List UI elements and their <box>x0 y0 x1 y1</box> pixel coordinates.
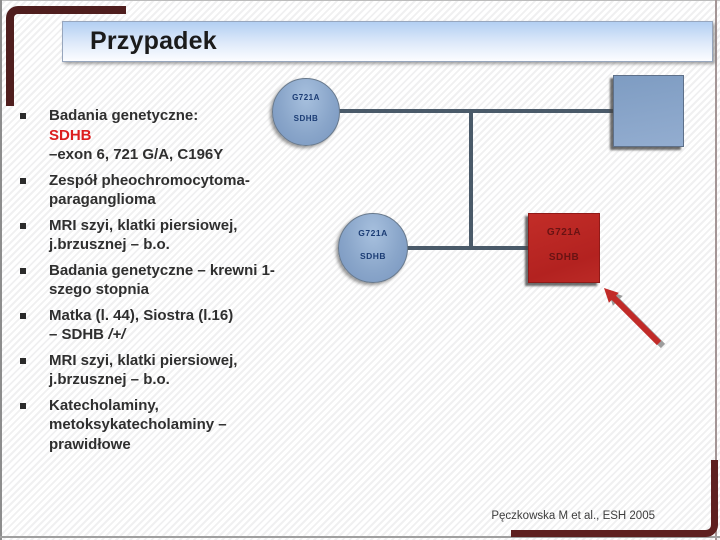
bullet-line: Matka (l. 44), Siostra (l.16) <box>49 306 234 324</box>
bullet-item: Katecholaminy, metoksykatecholaminy – praw… <box>18 396 348 455</box>
bullet-line: j.brzusznej – b.o. <box>49 371 170 388</box>
bullet-line: Katecholaminy, <box>49 396 159 414</box>
bullet-square-icon <box>20 113 26 119</box>
page-title: Przypadek <box>90 27 217 55</box>
bullet-line: szego stopnia <box>49 281 150 298</box>
mutation-label: G721A <box>546 227 582 238</box>
frame-line-bottom <box>0 536 720 538</box>
bullet-item: Badania genetyczne: SDHB –exon 6, 721 G/A,… <box>18 106 348 165</box>
bullet-line: j.brzusznej – b.o. <box>49 236 170 253</box>
bullet-square-icon <box>20 222 26 229</box>
frame-line-right <box>715 0 717 540</box>
pedigree-mother-circle: G721A SDHB <box>272 78 340 146</box>
bullet-item: MRI szyi, klatki piersiowej, j.brzusznej … <box>18 351 348 390</box>
bullet-item: Matka (l. 44), Siostra (l.16) – SDHB /+/ <box>18 306 348 345</box>
gene-label: SDHB <box>293 114 319 123</box>
bullet-line: metoksykatecholaminy – <box>49 416 227 433</box>
gene-label: SDHB <box>359 251 387 261</box>
bullet-list: Badania genetyczne: SDHB –exon 6, 721 G/A,… <box>18 106 348 460</box>
pointer-arrow-icon <box>604 288 662 346</box>
mutation-label: G721A <box>292 93 320 102</box>
bullet-line: MRI szyi, klatki piersiowej, <box>49 216 238 234</box>
bullet-square-icon <box>20 177 26 184</box>
gene-label: SDHB <box>548 252 580 263</box>
bullet-line: –exon 6, 721 G/A, C196Y <box>49 146 224 163</box>
bullet-square-icon <box>20 267 26 274</box>
bullet-item: MRI szyi, klatki piersiowej, j.brzusznej … <box>18 216 348 255</box>
bullet-line: MRI szyi, klatki piersiowej, <box>49 351 238 369</box>
pointer-arrow-shadow <box>608 291 666 349</box>
citation: Pęczkowska M et al., ESH 2005 <box>491 510 655 522</box>
bullet-line: SDHB <box>49 126 92 144</box>
title-bar: Przypadek <box>62 21 713 62</box>
pedigree-sister-circle: G721A SDHB <box>338 213 408 283</box>
bullet-item: Badania genetyczne – krewni 1- szego stop… <box>18 261 348 300</box>
pedigree-proband-square: G721A SDHB <box>528 213 600 283</box>
bullet-line: – SDHB /+/ <box>49 326 126 343</box>
corner-bracket-top-left <box>6 6 126 106</box>
bullet-line: Zespół pheochromocytoma- <box>49 171 250 189</box>
pedigree-father-square <box>613 75 684 147</box>
bullet-square-icon <box>20 312 26 319</box>
mutation-label: G721A <box>358 228 388 238</box>
bullet-item: Zespół pheochromocytoma-paraganglioma <box>18 171 348 210</box>
corner-bracket-bottom-right <box>511 460 718 537</box>
bullet-line: paraganglioma <box>49 191 156 208</box>
bullet-square-icon <box>20 402 26 409</box>
bullet-square-icon <box>20 357 26 364</box>
frame-line-top <box>0 0 720 1</box>
bullet-line: Badania genetyczne – krewni 1- <box>49 261 275 279</box>
bullet-line: prawidłowe <box>49 435 131 453</box>
bullet-line: Badania genetyczne: <box>49 107 199 124</box>
frame-line-left <box>0 0 2 540</box>
